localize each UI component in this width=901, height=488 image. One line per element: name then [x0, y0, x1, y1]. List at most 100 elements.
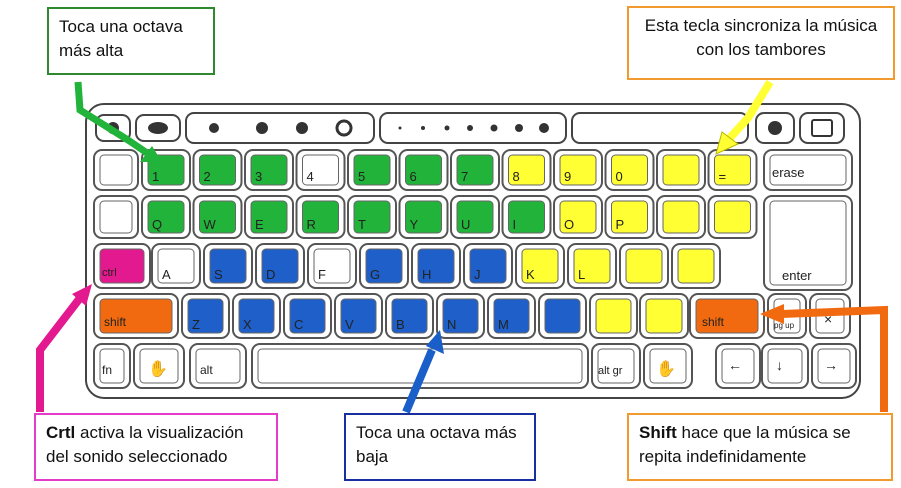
- key-sym48[interactable]: [589, 293, 638, 339]
- key-X-label: X: [243, 317, 252, 332]
- callout-sync: Esta tecla sincroniza la música con los …: [627, 6, 895, 80]
- key-I[interactable]: I: [501, 195, 552, 239]
- key-F[interactable]: F: [307, 243, 357, 289]
- key-0[interactable]: 0: [604, 149, 655, 191]
- key-ctrl[interactable]: ctrl: [93, 243, 151, 289]
- key-sym310[interactable]: [671, 243, 721, 289]
- key-J[interactable]: J: [463, 243, 513, 289]
- callout-shift-bold: Shift: [639, 423, 677, 442]
- key-=[interactable]: =: [707, 149, 758, 191]
- key-enter[interactable]: enter: [763, 195, 853, 291]
- key-Y[interactable]: Y: [398, 195, 449, 239]
- key-slash[interactable]: [639, 293, 689, 339]
- key-fn[interactable]: fn: [93, 343, 131, 389]
- key-C[interactable]: C: [283, 293, 332, 339]
- key-Q[interactable]: Q: [141, 195, 191, 239]
- key-sym47[interactable]: [538, 293, 587, 339]
- key-9[interactable]: 9: [553, 149, 603, 191]
- key-W[interactable]: W: [192, 195, 243, 239]
- key-Q-label: Q: [152, 217, 162, 232]
- key-sym211[interactable]: [707, 195, 758, 239]
- key-H[interactable]: H: [411, 243, 461, 289]
- key-3-label: 3: [255, 169, 262, 184]
- key-3[interactable]: 3: [244, 149, 294, 191]
- callout-ctrl-text: activa la visualización del sonido selec…: [46, 423, 244, 466]
- key-erase[interactable]: erase: [763, 149, 853, 191]
- key-pgdown[interactable]: ↓: [761, 343, 809, 389]
- key-O[interactable]: O: [553, 195, 603, 239]
- key-altgr[interactable]: alt gr: [591, 343, 641, 389]
- key-backtick[interactable]: [93, 149, 139, 191]
- key-V-label: V: [345, 317, 354, 332]
- key-5[interactable]: 5: [347, 149, 397, 191]
- key-Z[interactable]: Z: [181, 293, 230, 339]
- key-N[interactable]: N: [436, 293, 485, 339]
- key-N-label: N: [447, 317, 456, 332]
- key-E[interactable]: E: [244, 195, 294, 239]
- key-Y-label: Y: [410, 217, 419, 232]
- key-6[interactable]: 6: [398, 149, 449, 191]
- callout-octave-up: Toca una octava más alta: [47, 7, 215, 75]
- key-9-label: 9: [564, 169, 571, 184]
- key-L-label: L: [578, 267, 585, 282]
- key-2[interactable]: 2: [192, 149, 243, 191]
- key-1-label: 1: [152, 169, 159, 184]
- key-A[interactable]: A: [151, 243, 201, 289]
- key-7-label: 7: [461, 169, 468, 184]
- key-4[interactable]: 4: [295, 149, 346, 191]
- key-tab[interactable]: [93, 195, 139, 239]
- key-end[interactable]: →: [811, 343, 857, 389]
- key-T-label: T: [358, 217, 366, 232]
- arrow-blue: [402, 348, 436, 414]
- key-enter-label: enter: [782, 268, 812, 283]
- key-G[interactable]: G: [359, 243, 409, 289]
- key-X[interactable]: X: [232, 293, 281, 339]
- key-P-label: P: [616, 217, 625, 232]
- callout-ctrl-bold: Crtl: [46, 423, 76, 442]
- callout-sync-text: Esta tecla sincroniza la música con los …: [644, 16, 878, 59]
- key-K[interactable]: K: [515, 243, 565, 289]
- key-space[interactable]: [251, 343, 589, 389]
- key-8-label: 8: [513, 169, 520, 184]
- key-5-label: 5: [358, 169, 365, 184]
- key-shift-right[interactable]: shift: [689, 293, 765, 339]
- key-hand-left[interactable]: ✋: [133, 343, 185, 389]
- key-sym210[interactable]: [656, 195, 706, 239]
- arrows: [36, 79, 888, 414]
- key-alt[interactable]: alt: [189, 343, 247, 389]
- key-C-label: C: [294, 317, 303, 332]
- key-hand-right[interactable]: ✋: [643, 343, 693, 389]
- key-M-label: M: [498, 317, 509, 332]
- key-M[interactable]: M: [487, 293, 536, 339]
- key-J-label: J: [474, 267, 481, 282]
- key-8[interactable]: 8: [501, 149, 552, 191]
- callout-shift: Shift hace que la música se repita indef…: [627, 413, 893, 481]
- key-R[interactable]: R: [295, 195, 346, 239]
- key-R-label: R: [307, 217, 316, 232]
- key-K-label: K: [526, 267, 535, 282]
- key-L[interactable]: L: [567, 243, 617, 289]
- key-T[interactable]: T: [347, 195, 397, 239]
- key-sym39[interactable]: [619, 243, 669, 289]
- key-home[interactable]: ←: [715, 343, 761, 389]
- key-pgdown-label: ↓: [776, 357, 783, 373]
- key-U[interactable]: U: [450, 195, 500, 239]
- key-shift-left[interactable]: shift: [93, 293, 179, 339]
- key-O-label: O: [564, 217, 574, 232]
- key-7[interactable]: 7: [450, 149, 500, 191]
- callout-shift-text: hace que la música se repita indefinidam…: [639, 423, 851, 466]
- arrow-pink: [36, 295, 84, 412]
- key-S[interactable]: S: [203, 243, 253, 289]
- key-6-label: 6: [410, 169, 417, 184]
- key-I-label: I: [513, 217, 517, 232]
- key-U-label: U: [461, 217, 470, 232]
- key-D[interactable]: D: [255, 243, 305, 289]
- key-V[interactable]: V: [334, 293, 383, 339]
- key-B[interactable]: B: [385, 293, 434, 339]
- key-sym10[interactable]: [656, 149, 706, 191]
- callout-octave-up-text: Toca una octava más alta: [59, 17, 183, 60]
- key-ctrl-label: ctrl: [102, 267, 117, 279]
- key-P[interactable]: P: [604, 195, 655, 239]
